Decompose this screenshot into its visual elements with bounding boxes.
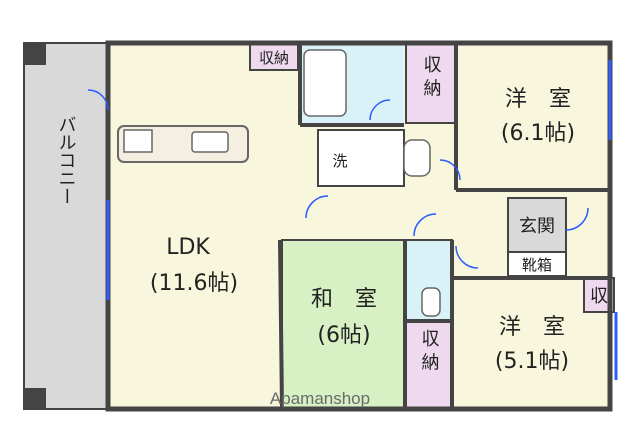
genkan-area (507, 197, 567, 253)
youshitsu1-size: (6.1帖) (501, 121, 575, 146)
washroom-label: 洗 (332, 152, 347, 170)
storage-small-label: 収 (590, 286, 608, 307)
toilet-fixture (421, 287, 441, 317)
door-swing (369, 99, 391, 121)
door-swing (455, 245, 479, 269)
door-swing (87, 89, 109, 111)
ldk-size: (11.6帖) (150, 271, 238, 296)
stove (123, 129, 153, 153)
balcony-post (24, 43, 46, 65)
storage-top-label: 収納 (259, 49, 289, 67)
door-swing (413, 213, 437, 237)
storage-bottom-label: 収 納 (419, 329, 440, 371)
balcony-post-bottom (24, 388, 46, 410)
storage-middle-label: 収 納 (421, 55, 442, 97)
balcony-area (23, 42, 109, 410)
watermark: Apamanshop (270, 389, 370, 408)
washitsu-room (281, 239, 405, 409)
kitchen-sink (191, 131, 229, 153)
door-swing (439, 159, 461, 181)
door-swing (565, 207, 589, 231)
washroom-area (317, 129, 405, 187)
shoe-cabinet (507, 251, 567, 277)
genkan-label: 玄関 (519, 216, 555, 237)
youshitsu2-size: (5.1帖) (495, 349, 569, 374)
door-swing (305, 195, 329, 219)
ldk-name: LDK (166, 235, 210, 260)
washitsu-size: (6帖) (317, 323, 370, 348)
kutsubako-label: 靴箱 (522, 256, 552, 274)
balcony-label: バルコニー (56, 115, 77, 205)
sink (403, 139, 431, 177)
washitsu-name: 和 室 (311, 287, 377, 312)
bathtub (303, 49, 347, 117)
youshitsu2-name: 洋 室 (499, 315, 565, 340)
youshitsu1-name: 洋 室 (505, 87, 571, 112)
wall (278, 239, 284, 410)
